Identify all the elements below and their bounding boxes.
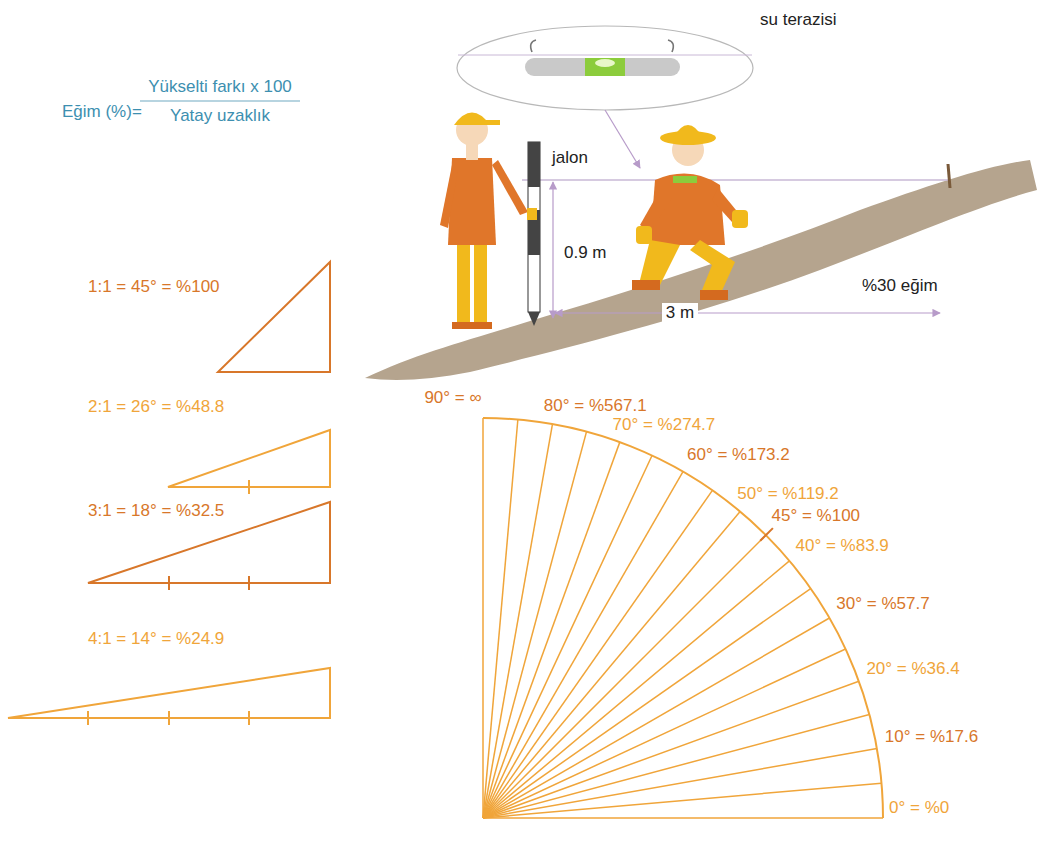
angle-ray: [483, 681, 859, 818]
angle-label: 0° = %0: [889, 798, 949, 818]
angle-ray: [483, 420, 518, 818]
formula-label: Eğim (%)=: [62, 102, 142, 122]
angle-ray: [483, 432, 587, 818]
angle-ray: [483, 455, 652, 818]
dimension: 3 m: [662, 303, 698, 323]
height-dimension: [552, 182, 553, 318]
ratio-label: 1:1 = 45° = %100: [88, 277, 220, 297]
angle-ray: [483, 512, 740, 818]
angle-label: 40° = %83.9: [796, 536, 889, 556]
angle-label: 45° = %100: [771, 506, 860, 526]
angle-ray: [483, 649, 846, 818]
angle-ray: [483, 817, 883, 819]
standing-person: [440, 113, 537, 330]
angle-ray: [483, 442, 620, 818]
formula-numerator: Yükselti farkı x 100: [148, 77, 292, 97]
angle-label: 10° = %17.6: [885, 727, 978, 747]
angle-label: 20° = %36.4: [866, 659, 959, 679]
angle-label: 50° = %119.2: [737, 484, 838, 504]
ratio-label: 2:1 = 26° = %48.8: [88, 397, 224, 417]
slope-triangles: [8, 262, 330, 725]
stake: [948, 164, 950, 188]
angle-label: 60° = %173.2: [687, 445, 790, 465]
formula-denominator: Yatay uzaklık: [170, 106, 270, 126]
slope-value: %30 eğim: [862, 276, 938, 296]
string-line: [458, 55, 752, 56]
spirit-level: [525, 40, 680, 76]
fraction-bar: [140, 100, 300, 102]
callout-pointer: [605, 110, 640, 168]
dimension: 0.9 m: [560, 243, 611, 263]
ratio-label: 3:1 = 18° = %32.5: [88, 501, 224, 521]
angle-ray: [482, 418, 484, 818]
angle-label: 30° = %57.7: [836, 594, 929, 614]
crouching-person: [632, 125, 748, 300]
angle-fan: [483, 418, 883, 818]
angle-ray: [483, 618, 829, 818]
callout-ellipse: [457, 26, 753, 110]
angle-label: 70° = %274.7: [613, 415, 716, 435]
angle-ray: [483, 714, 869, 818]
string-line: [522, 179, 948, 180]
part-name: su terazisi: [760, 10, 837, 30]
angle-label: 90° = ∞: [424, 388, 481, 408]
part-name: jalon: [548, 148, 592, 168]
angle-label: 80° = %567.1: [544, 396, 647, 416]
ranging-pole: [528, 142, 540, 326]
angle-ray: [483, 424, 552, 818]
angle-arc: [483, 418, 883, 818]
distance-dimension: [555, 312, 940, 313]
angle-ray: [483, 490, 712, 818]
tick-mark: [760, 528, 773, 541]
ratio-label: 4:1 = 14° = %24.9: [88, 629, 224, 649]
angle-ray: [483, 783, 881, 818]
